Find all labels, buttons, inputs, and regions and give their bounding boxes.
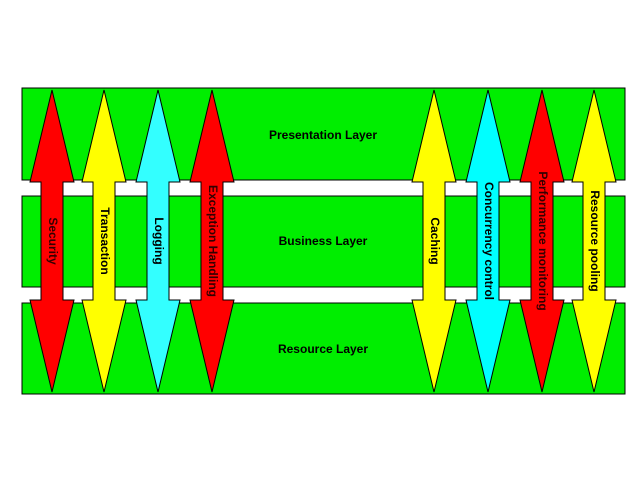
layer-label-business: Business Layer [279, 234, 368, 248]
crosscutting-arrows: Security Transaction Logging Exception Hand… [29, 89, 617, 393]
arrow-caching: Caching [411, 89, 457, 393]
arrow-label-exception-handling: Exception Handling [206, 185, 220, 297]
arrow-shape-exception-handling [189, 89, 235, 393]
arrow-transaction: Transaction [81, 89, 127, 393]
arrow-label-transaction: Transaction [98, 207, 112, 274]
arrow-resource-pooling: Resource pooling [571, 89, 617, 393]
arrow-shape-logging [135, 89, 181, 393]
layer-label-resource: Resource Layer [278, 342, 368, 356]
arrow-shape-security [29, 89, 75, 393]
arrow-security: Security [29, 89, 75, 393]
layer-bands: Presentation Layer Business Layer Resour… [21, 87, 626, 395]
arrow-logging: Logging [135, 89, 181, 393]
arrow-label-performance-monitoring: Performance monitoring [536, 171, 550, 310]
arrow-exception-handling: Exception Handling [189, 89, 235, 393]
arrow-label-caching: Caching [428, 217, 442, 264]
arrow-label-resource-pooling: Resource pooling [588, 190, 602, 291]
arrow-label-concurrency-control: Concurrency control [482, 182, 496, 300]
arrow-concurrency-control: Concurrency control [465, 89, 511, 393]
arrow-shape-resource-pooling [571, 89, 617, 393]
arrow-shape-transaction [81, 89, 127, 393]
arrow-label-logging: Logging [152, 217, 166, 264]
arrow-label-security: Security [46, 217, 60, 265]
arrow-shape-performance-monitoring [519, 89, 565, 393]
arrow-shape-caching [411, 89, 457, 393]
layer-label-presentation: Presentation Layer [269, 128, 377, 142]
arrow-performance-monitoring: Performance monitoring [519, 89, 565, 393]
layer-band-business [21, 195, 626, 288]
arrow-shape-concurrency-control [465, 89, 511, 393]
